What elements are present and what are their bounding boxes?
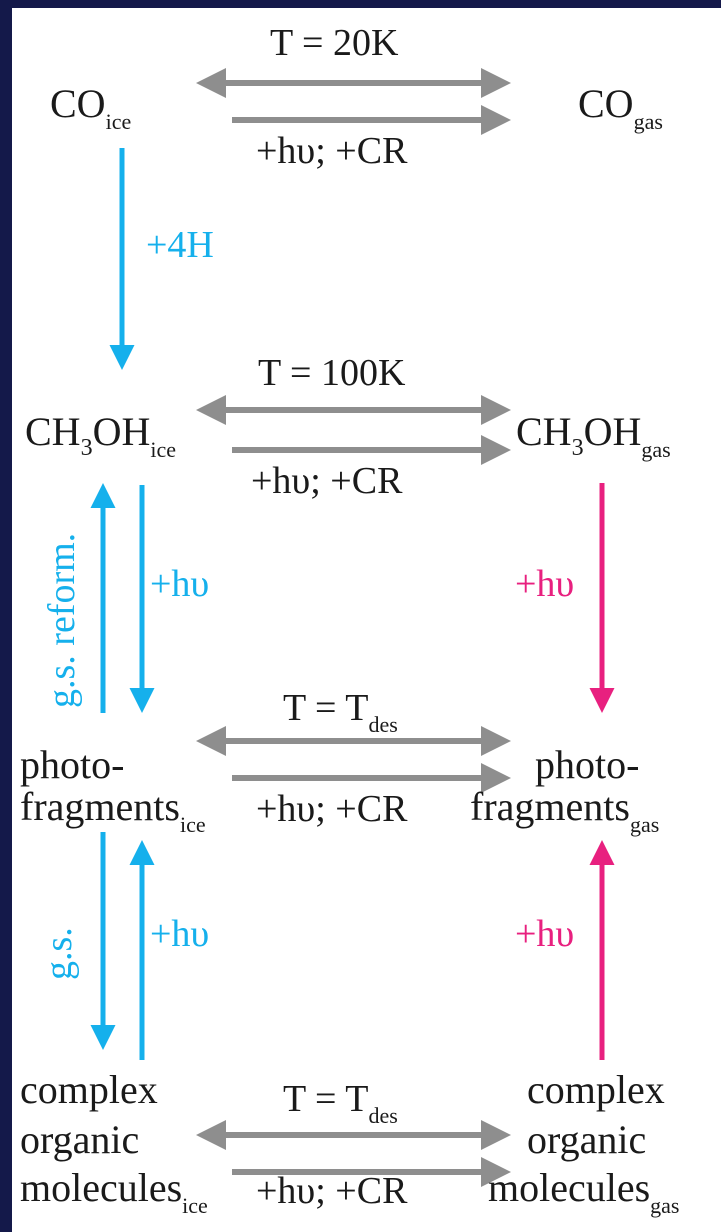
- photofragments-gas-label: fragmentsgas: [470, 784, 659, 836]
- methanol-gas-sub: gas: [641, 437, 671, 462]
- methanol-ice-ch: CH: [25, 409, 81, 454]
- co-gas-label: COgas: [578, 81, 663, 133]
- hydrogenation-label: +4H: [146, 224, 214, 266]
- co-gas-sub: gas: [633, 109, 663, 134]
- photofragments-ice-sub: ice: [179, 812, 206, 837]
- photofragments-gas-line2: fragments: [470, 784, 630, 829]
- photofragments-ice-label: fragmentsice: [20, 784, 206, 836]
- co-ice-main: CO: [50, 81, 106, 126]
- photofragments-gas-sub: gas: [629, 812, 660, 837]
- com-gas-sub: gas: [650, 1193, 680, 1218]
- desorption-label-row3: T = Tdes: [283, 687, 398, 736]
- desorption-label-row1: T = 20K: [270, 22, 399, 64]
- co-ice-sub: ice: [105, 109, 132, 134]
- grain-surface-label: g.s.: [38, 927, 80, 980]
- nonthermal-label-row1: +hυ; +CR: [256, 130, 408, 172]
- nonthermal-label-row2: +hυ; +CR: [251, 460, 403, 502]
- com-gas-line1: complex: [527, 1067, 665, 1112]
- com-gas-label: moleculesgas: [488, 1165, 680, 1217]
- nonthermal-label-row4: +hυ; +CR: [256, 1170, 408, 1212]
- com-gas-line2: organic: [527, 1117, 647, 1162]
- photofragments-gas-line1: photo-: [535, 742, 640, 787]
- desorption-label-row4-sub: des: [368, 1103, 398, 1128]
- gas-photolysis-label-1: +hυ: [515, 563, 575, 605]
- desorption-label-row4-main: T = T: [283, 1078, 369, 1120]
- methanol-ice-oh: OH: [92, 409, 151, 454]
- desorption-label-row3-sub: des: [368, 712, 398, 737]
- com-ice-line1: complex: [20, 1067, 158, 1112]
- ice-photolysis-label-1: +hυ: [150, 563, 210, 605]
- com-ice-label: moleculesice: [20, 1165, 208, 1217]
- com-ice-line2: organic: [20, 1117, 140, 1162]
- gas-photolysis-label-2: +hυ: [515, 913, 575, 955]
- gs-reform-label: g.s. reform.: [41, 532, 83, 708]
- methanol-gas-ch: CH: [516, 409, 572, 454]
- desorption-label-row2: T = 100K: [258, 352, 406, 394]
- desorption-label-row4: T = Tdes: [283, 1078, 398, 1127]
- methanol-ice-sub: ice: [150, 437, 177, 462]
- desorption-label-row3-main: T = T: [283, 687, 369, 729]
- nonthermal-label-row3: +hυ; +CR: [256, 788, 408, 830]
- com-ice-sub: ice: [182, 1193, 208, 1218]
- photofragments-ice-line1: photo-: [20, 742, 125, 787]
- ice-photolysis-label-2: +hυ: [150, 913, 210, 955]
- com-gas-line3: molecules: [488, 1165, 651, 1210]
- methanol-ice-label: CH3OHice: [25, 409, 176, 461]
- photofragments-ice-line2: fragments: [20, 784, 180, 829]
- methanol-gas-oh: OH: [583, 409, 642, 454]
- methanol-gas-sub3: 3: [571, 435, 584, 461]
- com-ice-line3: molecules: [20, 1165, 183, 1210]
- methanol-gas-label: CH3OHgas: [516, 409, 671, 461]
- co-gas-main: CO: [578, 81, 634, 126]
- co-ice-label: COice: [50, 81, 131, 133]
- methanol-ice-sub3: 3: [80, 435, 93, 461]
